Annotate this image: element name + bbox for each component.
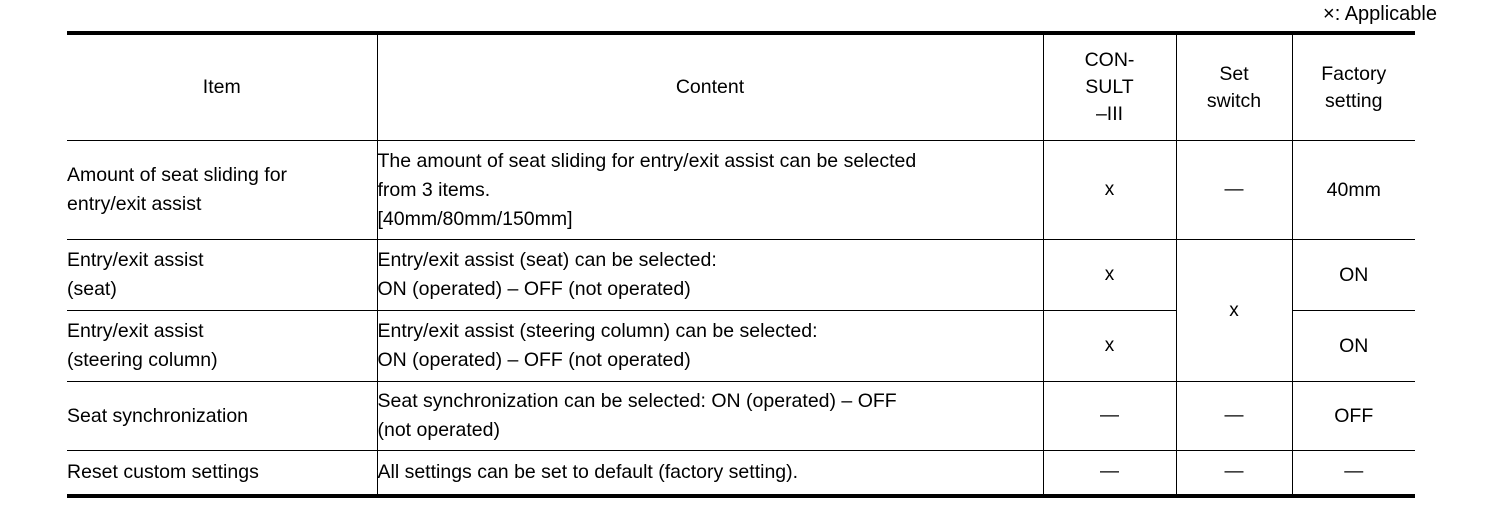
table-body: Amount of seat sliding for entry/exit as… [67,140,1415,498]
column-header-set-switch-line2: switch [1206,89,1262,112]
cell-item-line2: (seat) [67,278,117,300]
cell-item-line2: (steering column) [67,349,218,371]
column-header-factory-setting: Factory setting [1291,31,1415,141]
cell-content-line1: Entry/exit assist (seat) can be selected… [377,249,717,271]
cell-content: Entry/exit assist (steering column) can … [376,310,1044,382]
cell-consult: x [1042,239,1177,311]
cell-item-line1: Entry/exit assist [67,249,204,271]
cell-consult: x [1042,310,1177,382]
cell-factory-setting: ON [1291,310,1415,382]
cell-set-switch: — [1175,381,1293,451]
spec-table-container: Item Content CON- SULT –III Set switch F… [67,31,1415,498]
table-row: Amount of seat sliding for entry/exit as… [67,140,1415,240]
cell-factory-setting: — [1291,450,1415,498]
header-row: Item Content CON- SULT –III Set switch F… [67,31,1415,141]
cell-consult: — [1042,381,1177,451]
cell-item-line2: entry/exit assist [67,193,202,215]
cell-item-line1: Seat synchronization [67,404,249,427]
cell-item: Seat synchronization [67,381,378,451]
column-header-content: Content [376,31,1044,141]
cell-content-line1: The amount of seat sliding for entry/exi… [377,149,917,172]
cell-content: All settings can be set to default (fact… [376,450,1044,498]
table-row: Entry/exit assist (steering column) Entr… [67,310,1415,382]
cell-item: Entry/exit assist (steering column) [67,310,378,382]
table-header: Item Content CON- SULT –III Set switch F… [67,31,1415,141]
cell-item-line1: Reset custom settings [67,460,259,483]
cell-consult: x [1042,140,1177,240]
legend-note: ×: Applicable [1323,3,1437,25]
cell-content-line1: Entry/exit assist (steering column) can … [377,320,818,342]
table-row: Entry/exit assist (seat) Entry/exit assi… [67,239,1415,382]
cell-factory-setting: 40mm [1291,140,1415,240]
cell-content-line1: All settings can be set to default (fact… [377,460,799,483]
cell-content-line2: (not operated) [377,419,501,441]
column-header-factory-setting-line1: Factory [1321,62,1387,85]
column-header-item: Item [67,31,378,141]
cell-content-line2: ON (operated) – OFF (not operated) [377,278,691,300]
cell-set-switch: — [1175,140,1293,240]
cell-factory-setting: ON [1291,239,1415,311]
column-header-factory-setting-line2: setting [1325,89,1383,112]
column-header-consult-line1: CON- [1084,49,1135,71]
cell-item: Amount of seat sliding for entry/exit as… [67,140,378,240]
column-header-consult-line2: SULT [1085,76,1134,98]
column-header-consult-line3: –III [1095,103,1124,125]
cell-content-line3: [40mm/80mm/150mm] [377,207,573,230]
cell-set-switch-merged: x [1175,239,1293,382]
cell-content-line2: ON (operated) – OFF (not operated) [377,349,691,371]
cell-item: Entry/exit assist (seat) [67,239,378,311]
cell-item-line1: Entry/exit assist [67,320,204,342]
table-row: Reset custom settings All settings can b… [67,450,1415,498]
column-header-set-switch: Set switch [1175,31,1293,141]
table-row: Seat synchronization Seat synchronizatio… [67,381,1415,451]
cell-set-switch: — [1175,450,1293,498]
cell-consult: — [1042,450,1177,498]
cell-content-line2: from 3 items. [377,178,491,201]
cell-item-line1: Amount of seat sliding for [67,164,288,186]
cell-item: Reset custom settings [67,450,378,498]
cell-content: Seat synchronization can be selected: ON… [376,381,1044,451]
cell-factory-setting: OFF [1291,381,1415,451]
custom-settings-table: Item Content CON- SULT –III Set switch F… [67,31,1415,498]
cell-content-line1: Seat synchronization can be selected: ON… [377,390,897,412]
column-header-consult: CON- SULT –III [1042,31,1177,141]
column-header-set-switch-line1: Set [1219,62,1249,85]
cell-content: Entry/exit assist (seat) can be selected… [376,239,1044,311]
cell-content: The amount of seat sliding for entry/exi… [376,140,1044,240]
